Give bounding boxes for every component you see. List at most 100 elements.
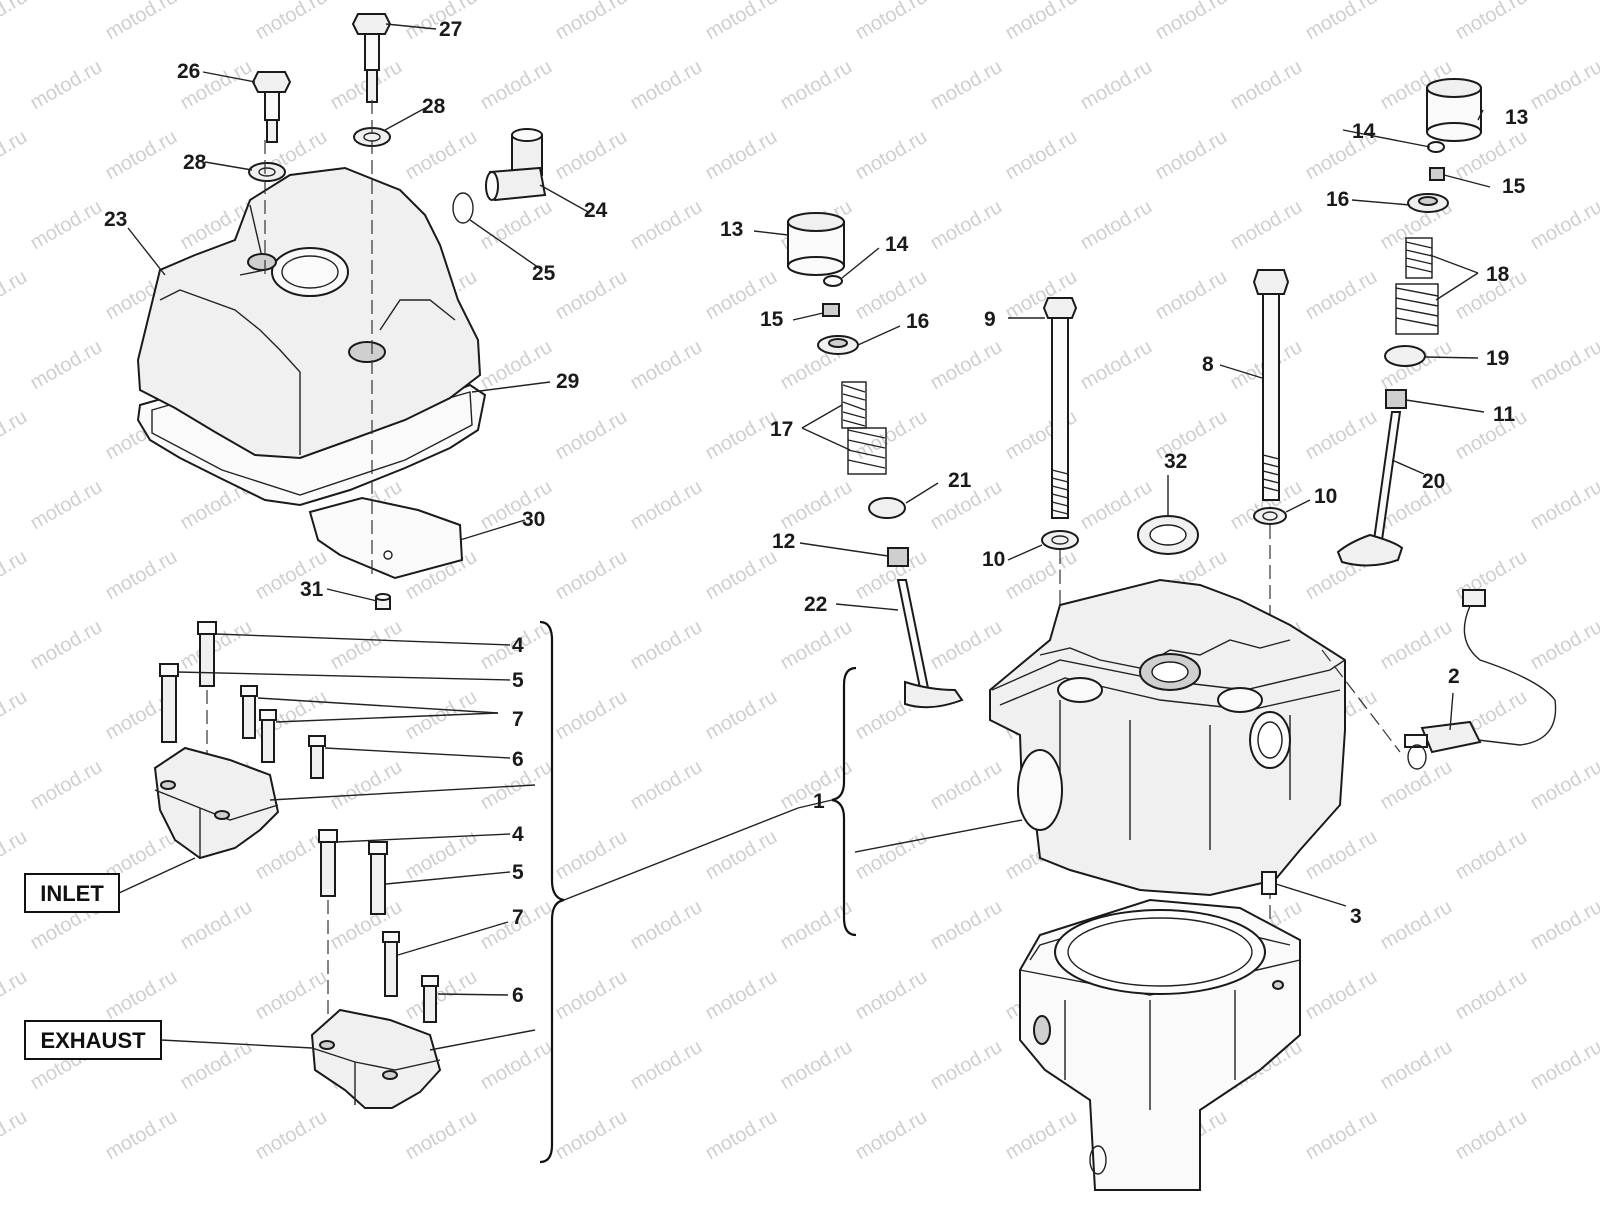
label-8: 8 xyxy=(1202,353,1214,376)
inlet-box-label: INLET xyxy=(40,881,104,906)
label-13-exhaust: 13 xyxy=(1505,106,1528,129)
label-14-inlet: 14 xyxy=(885,233,909,256)
label-16-exhaust: 16 xyxy=(1326,188,1349,211)
exhaust-camshaft-cap xyxy=(312,1010,440,1108)
label-15-exhaust: 15 xyxy=(1502,175,1526,198)
head-intake-port xyxy=(1018,750,1062,830)
watermark-text: motod.ru xyxy=(252,1106,331,1165)
watermark-text: motod.ru xyxy=(702,406,781,465)
inlet-bolt-4 xyxy=(200,630,214,686)
inlet-collets xyxy=(823,304,839,316)
watermark-text: motod.ru xyxy=(852,0,931,44)
watermark-text: motod.ru xyxy=(852,406,931,465)
watermark-text: motod.ru xyxy=(1452,1106,1531,1165)
label-2: 2 xyxy=(1448,665,1460,688)
watermark-text: motod.ru xyxy=(927,616,1006,675)
watermark-text: motod.ru xyxy=(1002,0,1081,44)
watermark-text: motod.ru xyxy=(552,826,631,885)
label-11: 11 xyxy=(1493,403,1516,426)
cover-plate xyxy=(310,498,462,578)
watermark-text: motod.ru xyxy=(102,546,181,605)
watermark-text: motod.ru xyxy=(0,0,31,44)
watermark-text: motod.ru xyxy=(27,476,106,535)
exhaust-shim xyxy=(1428,142,1444,152)
watermark-text: motod.ru xyxy=(402,1106,481,1165)
stud-washer-right xyxy=(1254,508,1286,524)
watermark-text: motod.ru xyxy=(1527,756,1600,815)
watermark-text: motod.ru xyxy=(927,1036,1006,1095)
sensor-washer xyxy=(1408,745,1426,769)
cover-washer-left xyxy=(249,163,285,181)
label-18: 18 xyxy=(1486,263,1510,286)
watermark-text: motod.ru xyxy=(102,966,181,1025)
watermark-text: motod.ru xyxy=(852,966,931,1025)
watermark-text: motod.ru xyxy=(1302,266,1381,325)
watermark-text: motod.ru xyxy=(627,196,706,255)
watermark-text: motod.ru xyxy=(27,616,106,675)
watermark-text: motod.ru xyxy=(102,0,181,44)
watermark-text: motod.ru xyxy=(0,126,31,185)
cylinder-bore xyxy=(1055,910,1265,994)
watermark-text: motod.ru xyxy=(1377,756,1456,815)
watermark-text: motod.ru xyxy=(402,126,481,185)
watermark-text: motod.ru xyxy=(327,616,406,675)
watermark-text: motod.ru xyxy=(552,0,631,44)
watermark-text: motod.ru xyxy=(1302,406,1381,465)
label-5-exhaust: 5 xyxy=(512,861,524,884)
watermark-text: motod.ru xyxy=(0,686,31,745)
watermark-text: motod.ru xyxy=(552,686,631,745)
label-14-exhaust: 14 xyxy=(1352,120,1376,143)
label-9: 9 xyxy=(984,308,996,331)
watermark-text: motod.ru xyxy=(702,546,781,605)
label-17: 17 xyxy=(770,418,793,441)
watermark-text: motod.ru xyxy=(1527,196,1600,255)
inlet-bolt-6 xyxy=(311,744,323,778)
inlet-spring-seat xyxy=(869,498,905,518)
watermark-text: motod.ru xyxy=(927,196,1006,255)
head-brace xyxy=(832,668,856,935)
watermark-text: motod.ru xyxy=(1002,126,1081,185)
dowel-pin xyxy=(1262,872,1276,894)
inlet-tappet xyxy=(788,213,844,275)
watermark-text: motod.ru xyxy=(27,756,106,815)
watermark-text: motod.ru xyxy=(1527,1036,1600,1095)
watermark-layer: motod.ru motod.ru motod.ru motod.ru motod.ru… xyxy=(0,0,1600,1164)
watermark-text: motod.ru xyxy=(927,336,1006,395)
watermark-text: motod.ru xyxy=(702,0,781,44)
watermark-text: motod.ru xyxy=(477,336,556,395)
watermark-text: motod.ru xyxy=(627,336,706,395)
label-21: 21 xyxy=(948,469,972,492)
label-30: 30 xyxy=(522,508,545,531)
label-12: 12 xyxy=(772,530,795,553)
watermark-text: motod.ru xyxy=(1377,896,1456,955)
stud-8 xyxy=(1254,270,1288,500)
watermark-text: motod.ru xyxy=(777,616,856,675)
temperature-sensor xyxy=(1322,590,1556,769)
label-4-inlet: 4 xyxy=(512,634,524,657)
exhaust-valve-springs xyxy=(1396,238,1438,334)
cylinder-head xyxy=(990,580,1345,895)
stud-9 xyxy=(1044,298,1076,518)
watermark-text: motod.ru xyxy=(1302,966,1381,1025)
inlet-stem-seal xyxy=(888,548,908,566)
watermark-text: motod.ru xyxy=(1527,616,1600,675)
label-10-right: 10 xyxy=(1314,485,1337,508)
watermark-text: motod.ru xyxy=(1002,546,1081,605)
cover-bolt-hole-front xyxy=(349,342,385,362)
watermark-text: motod.ru xyxy=(777,1036,856,1095)
label-13-inlet: 13 xyxy=(720,218,743,241)
watermark-text: motod.ru xyxy=(1077,196,1156,255)
exhaust-box-label: EXHAUST xyxy=(40,1028,146,1053)
exhaust-stem-seal xyxy=(1386,390,1406,408)
watermark-text: motod.ru xyxy=(852,126,931,185)
watermark-text: motod.ru xyxy=(627,896,706,955)
watermark-text: motod.ru xyxy=(102,126,181,185)
label-16-inlet: 16 xyxy=(906,310,929,333)
watermark-text: motod.ru xyxy=(1527,336,1600,395)
cover-bolt-short xyxy=(253,72,290,142)
watermark-text: motod.ru xyxy=(1452,966,1531,1025)
breather-elbow xyxy=(486,129,545,200)
cam-chain-seal xyxy=(1138,516,1198,554)
label-25: 25 xyxy=(532,262,556,285)
